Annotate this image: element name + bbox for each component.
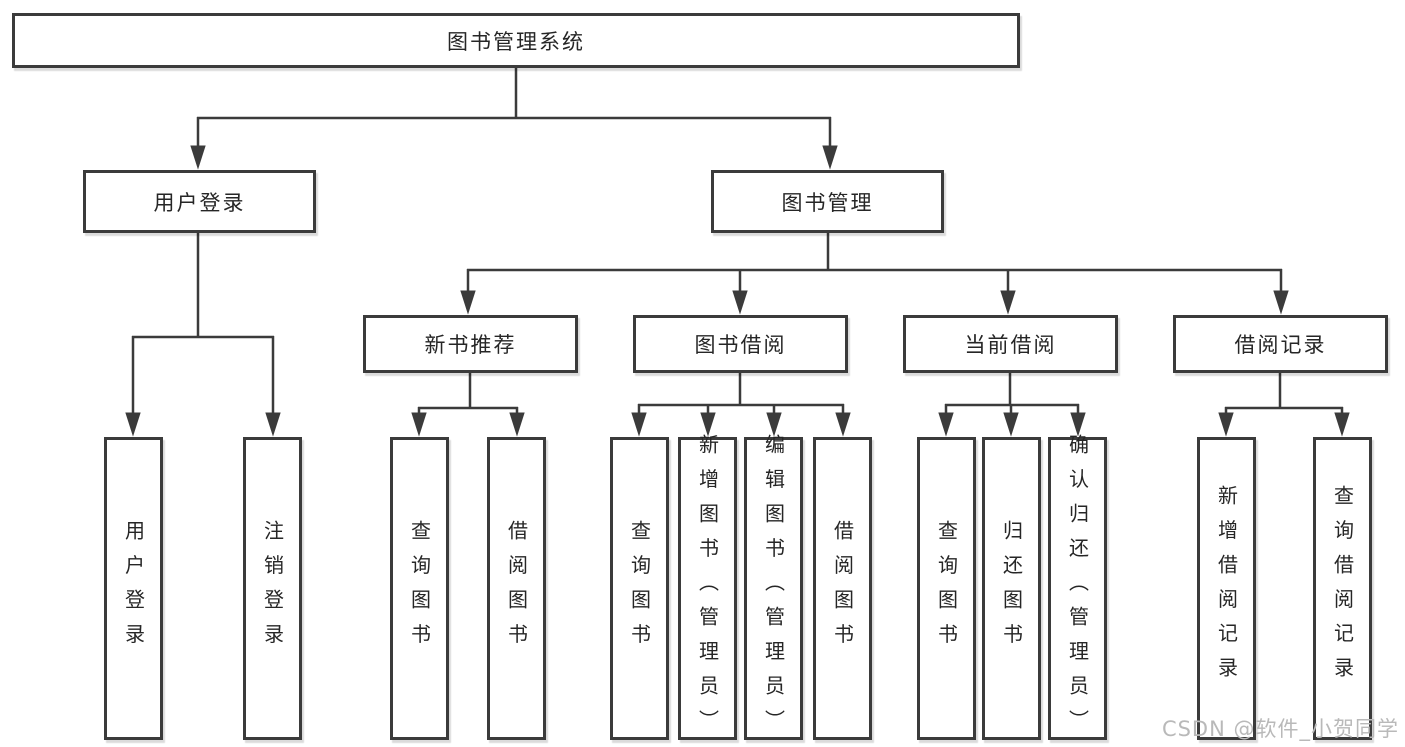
leaf-confirm-return-admin-label: 确认归还（管理员） — [1065, 433, 1090, 744]
leaf-current-query-books: 查询图书 — [917, 437, 976, 740]
leaf-current-query-books-label: 查询图书 — [934, 519, 959, 658]
leaf-recommend-borrow-books: 借阅图书 — [487, 437, 546, 740]
connector-new-book-recommend-to-leaves — [411, 373, 525, 437]
node-new-book-recommend: 新书推荐 — [363, 315, 578, 373]
leaf-recommend-query-books: 查询图书 — [390, 437, 449, 740]
leaf-add-books-admin-label: 新增图书（管理员） — [695, 433, 720, 744]
node-current-borrowing: 当前借阅 — [903, 315, 1118, 373]
leaf-return-books: 归还图书 — [982, 437, 1041, 740]
leaf-logout-label: 注销登录 — [260, 519, 285, 658]
node-new-book-recommend-label: 新书推荐 — [424, 333, 517, 357]
connector-user-login-to-leaves — [125, 233, 281, 437]
node-book-borrowing: 图书借阅 — [633, 315, 848, 373]
leaf-edit-books-admin-label: 编辑图书（管理员） — [761, 433, 786, 744]
connector-book-management-to-level3 — [460, 233, 1289, 315]
node-book-management-label: 图书管理 — [781, 190, 874, 215]
node-root-label: 图书管理系统 — [447, 29, 585, 54]
leaf-add-books-admin: 新增图书（管理员） — [678, 434, 737, 743]
leaf-user-login: 用户登录 — [104, 437, 163, 740]
leaf-edit-books-admin: 编辑图书（管理员） — [744, 434, 803, 743]
connector-borrowing-records-to-leaves — [1218, 373, 1350, 437]
leaf-borrowing-borrow-books-label: 借阅图书 — [830, 519, 855, 658]
node-book-management: 图书管理 — [711, 170, 944, 233]
leaf-query-borrow-record-label: 查询借阅记录 — [1330, 485, 1355, 692]
node-book-borrowing-label: 图书借阅 — [694, 333, 787, 357]
leaf-borrowing-query-books: 查询图书 — [610, 437, 669, 740]
node-borrowing-records-label: 借阅记录 — [1234, 333, 1327, 357]
node-user-login: 用户登录 — [83, 170, 316, 233]
node-user-login-label: 用户登录 — [153, 190, 246, 215]
csdn-watermark: CSDN @软件_小贺同学 — [1161, 717, 1399, 741]
leaf-borrowing-borrow-books: 借阅图书 — [813, 437, 872, 740]
leaf-return-books-label: 归还图书 — [999, 519, 1024, 658]
node-borrowing-records: 借阅记录 — [1173, 315, 1388, 373]
connector-current-borrowing-to-leaves — [938, 373, 1086, 437]
connector-root-to-level2 — [190, 66, 838, 170]
leaf-user-login-label: 用户登录 — [121, 519, 146, 658]
node-current-borrowing-label: 当前借阅 — [964, 333, 1057, 357]
leaf-add-borrow-record: 新增借阅记录 — [1197, 437, 1256, 740]
leaf-add-borrow-record-label: 新增借阅记录 — [1214, 485, 1239, 692]
leaf-query-borrow-record: 查询借阅记录 — [1313, 437, 1372, 740]
node-root: 图书管理系统 — [12, 13, 1020, 68]
leaf-recommend-query-books-label: 查询图书 — [407, 519, 432, 658]
leaf-borrowing-query-books-label: 查询图书 — [627, 519, 652, 658]
connector-book-borrowing-to-leaves — [631, 373, 851, 437]
leaf-confirm-return-admin: 确认归还（管理员） — [1048, 434, 1107, 743]
leaf-recommend-borrow-books-label: 借阅图书 — [504, 519, 529, 658]
leaf-logout: 注销登录 — [243, 437, 302, 740]
